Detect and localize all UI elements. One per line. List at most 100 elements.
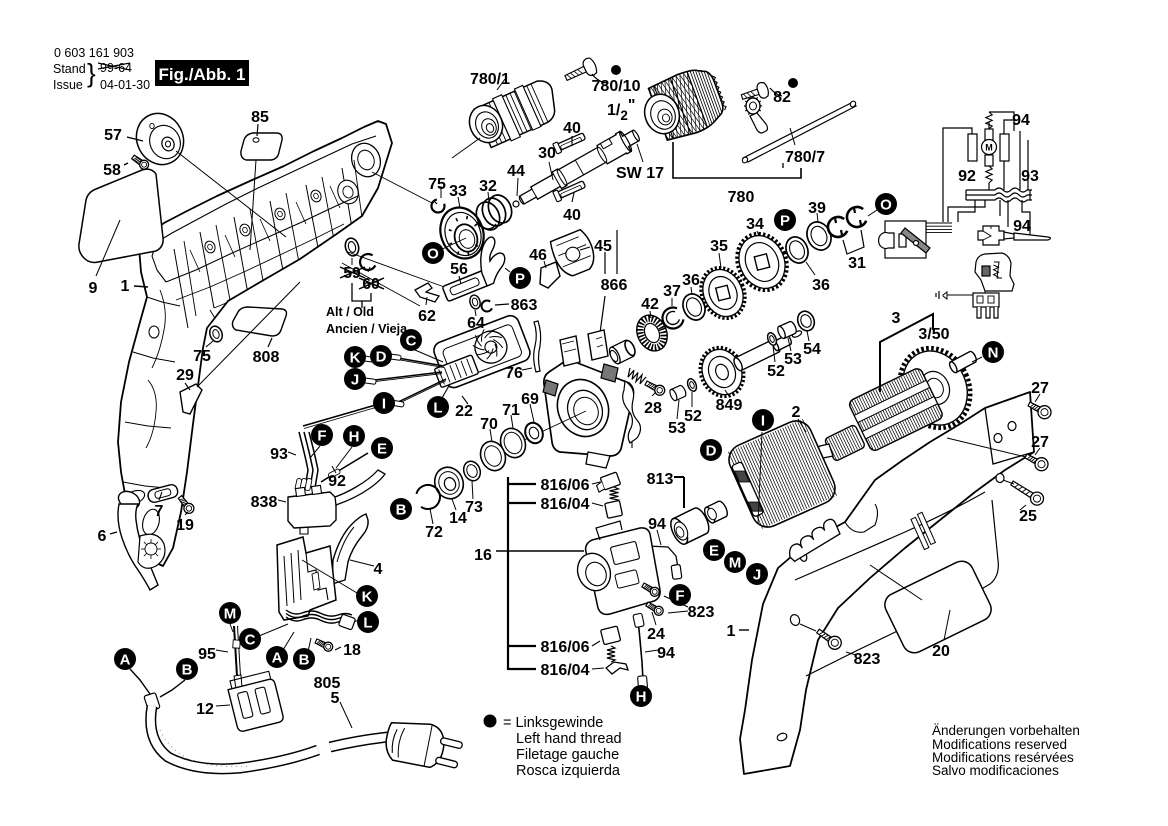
svg-text:29: 29 bbox=[176, 367, 194, 384]
svg-text:04-01-30: 04-01-30 bbox=[100, 78, 150, 92]
svg-text:33: 33 bbox=[449, 183, 467, 200]
svg-text:E: E bbox=[709, 543, 719, 560]
svg-text:52: 52 bbox=[767, 363, 785, 380]
svg-text:31: 31 bbox=[848, 255, 866, 272]
svg-text:14: 14 bbox=[449, 510, 467, 527]
svg-text:53: 53 bbox=[784, 351, 802, 368]
svg-text:40: 40 bbox=[563, 207, 581, 224]
svg-text:866: 866 bbox=[601, 277, 628, 294]
svg-text:1: 1 bbox=[727, 623, 736, 640]
svg-text:F: F bbox=[317, 428, 326, 445]
svg-text:40: 40 bbox=[563, 120, 581, 137]
svg-text:75: 75 bbox=[193, 348, 211, 365]
svg-text:Salvo modificaciones: Salvo modificaciones bbox=[932, 763, 1059, 778]
svg-text:71: 71 bbox=[502, 402, 520, 419]
svg-text:863: 863 bbox=[511, 297, 538, 314]
svg-text:45: 45 bbox=[594, 238, 612, 255]
svg-text:95: 95 bbox=[198, 646, 216, 663]
svg-text:SW 17: SW 17 bbox=[616, 165, 664, 182]
svg-text:27: 27 bbox=[1031, 380, 1049, 397]
svg-text:Stand: Stand bbox=[53, 62, 86, 76]
svg-text:Issue: Issue bbox=[53, 78, 83, 92]
svg-text:B: B bbox=[299, 652, 310, 669]
svg-text:Alt / Old: Alt / Old bbox=[326, 305, 374, 319]
svg-text:Rosca izquierda: Rosca izquierda bbox=[516, 763, 621, 779]
svg-text:32: 32 bbox=[479, 178, 497, 195]
svg-text:16: 16 bbox=[474, 547, 492, 564]
svg-text:H: H bbox=[349, 429, 360, 446]
svg-text:849: 849 bbox=[716, 397, 743, 414]
svg-text:64: 64 bbox=[467, 315, 485, 332]
svg-text:780/1: 780/1 bbox=[470, 71, 510, 88]
svg-text:85: 85 bbox=[251, 109, 269, 126]
svg-text:58: 58 bbox=[103, 162, 121, 179]
svg-text:}: } bbox=[87, 58, 96, 88]
svg-text:19: 19 bbox=[176, 517, 194, 534]
svg-text:823: 823 bbox=[688, 604, 715, 621]
svg-text:813: 813 bbox=[647, 471, 674, 488]
svg-text:Filetage gauche: Filetage gauche bbox=[516, 747, 619, 763]
svg-text:22: 22 bbox=[455, 403, 473, 420]
svg-text:808: 808 bbox=[253, 349, 280, 366]
svg-text:94: 94 bbox=[648, 516, 666, 533]
svg-text:52: 52 bbox=[684, 408, 702, 425]
svg-text:5: 5 bbox=[331, 690, 340, 707]
svg-text:82: 82 bbox=[773, 89, 791, 106]
svg-text:42: 42 bbox=[641, 296, 659, 313]
svg-text:823: 823 bbox=[854, 651, 881, 668]
svg-text:I: I bbox=[382, 396, 386, 413]
svg-text:3/50: 3/50 bbox=[918, 326, 949, 343]
svg-text:= Linksgewinde: = Linksgewinde bbox=[503, 715, 603, 731]
svg-text:20: 20 bbox=[932, 643, 950, 660]
svg-text:C: C bbox=[245, 632, 256, 649]
svg-text:57: 57 bbox=[104, 127, 122, 144]
svg-text:J: J bbox=[351, 372, 359, 389]
svg-text:70: 70 bbox=[480, 416, 498, 433]
svg-text:816/04: 816/04 bbox=[541, 662, 590, 679]
svg-text:N: N bbox=[988, 345, 999, 362]
svg-text:46: 46 bbox=[529, 247, 547, 264]
svg-text:9: 9 bbox=[89, 280, 98, 297]
svg-text:92: 92 bbox=[328, 473, 346, 490]
svg-text:54: 54 bbox=[803, 341, 821, 358]
svg-text:4: 4 bbox=[374, 561, 383, 578]
svg-text:J: J bbox=[753, 567, 761, 584]
svg-text:L: L bbox=[433, 400, 442, 417]
svg-text:1: 1 bbox=[121, 278, 130, 295]
svg-text:H: H bbox=[636, 689, 647, 706]
svg-text:M: M bbox=[224, 606, 237, 623]
svg-text:72: 72 bbox=[425, 524, 443, 541]
svg-text:B: B bbox=[182, 662, 193, 679]
svg-text:28: 28 bbox=[644, 400, 662, 417]
svg-text:C: C bbox=[406, 333, 417, 350]
svg-text:O: O bbox=[427, 246, 439, 263]
svg-text:93: 93 bbox=[270, 446, 288, 463]
svg-text:18: 18 bbox=[343, 642, 361, 659]
svg-text:780/10: 780/10 bbox=[592, 78, 641, 95]
svg-text:30: 30 bbox=[538, 145, 556, 162]
svg-text:36: 36 bbox=[682, 272, 700, 289]
svg-text:780: 780 bbox=[728, 189, 755, 206]
svg-text:92: 92 bbox=[958, 168, 976, 185]
svg-text:K: K bbox=[350, 350, 361, 367]
svg-text:D: D bbox=[376, 349, 387, 366]
svg-text:36: 36 bbox=[812, 277, 830, 294]
svg-text:816/06: 816/06 bbox=[541, 477, 590, 494]
svg-text:L: L bbox=[363, 615, 372, 632]
svg-text:73: 73 bbox=[465, 499, 483, 516]
svg-text:94: 94 bbox=[1012, 112, 1030, 129]
svg-text:37: 37 bbox=[663, 283, 681, 300]
svg-text:Fig./Abb. 1: Fig./Abb. 1 bbox=[159, 65, 246, 84]
svg-text:838: 838 bbox=[251, 494, 278, 511]
svg-text:25: 25 bbox=[1019, 508, 1037, 525]
svg-text:44: 44 bbox=[507, 163, 525, 180]
svg-text:B: B bbox=[396, 502, 407, 519]
svg-text:24: 24 bbox=[647, 626, 665, 643]
svg-text:D: D bbox=[706, 443, 717, 460]
svg-text:805: 805 bbox=[314, 675, 341, 692]
svg-text:M: M bbox=[729, 555, 742, 572]
svg-text:93: 93 bbox=[1021, 168, 1039, 185]
svg-text:56: 56 bbox=[450, 261, 468, 278]
svg-text:816/04: 816/04 bbox=[541, 496, 590, 513]
svg-text:Modifications reserved: Modifications reserved bbox=[932, 737, 1067, 752]
